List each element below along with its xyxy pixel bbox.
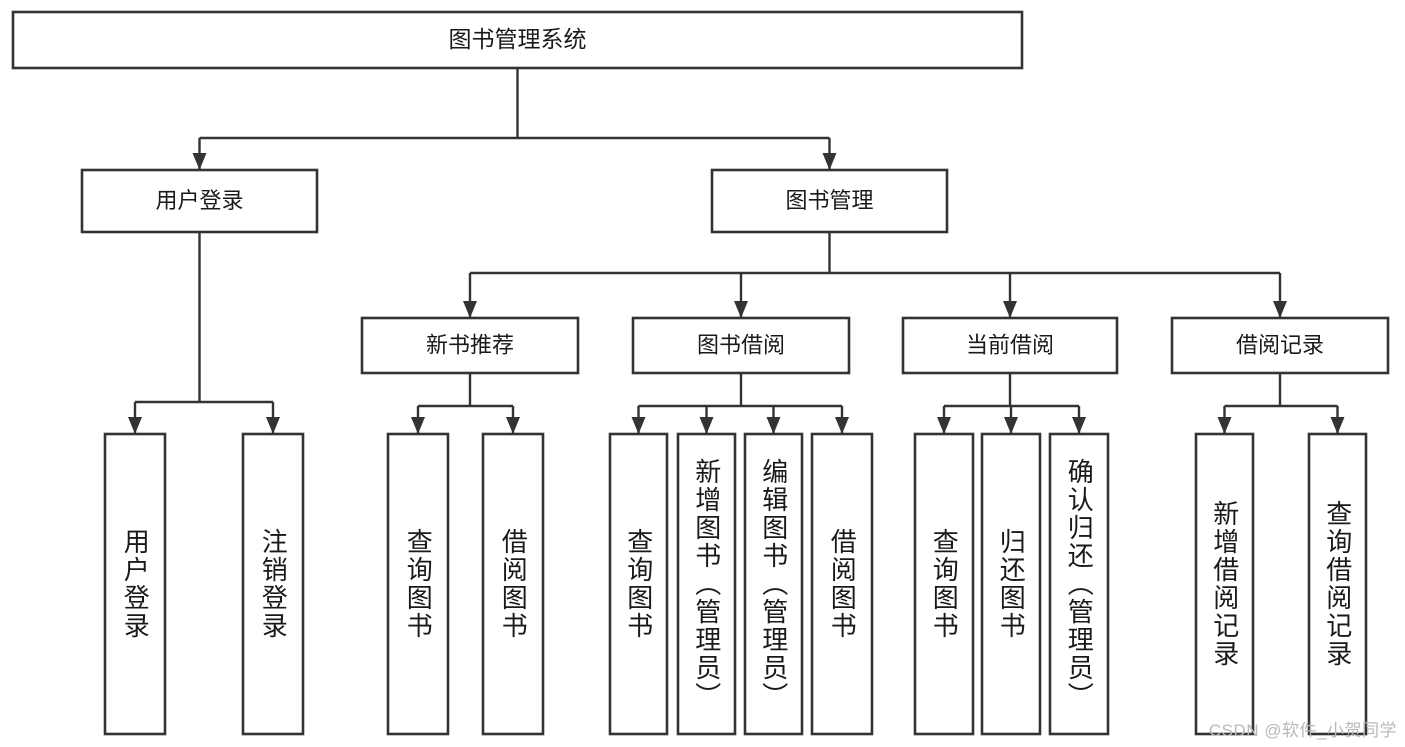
- node-label-current-borrow: 当前借阅: [966, 332, 1054, 357]
- node-box-leaf-add-book[interactable]: [676, 432, 737, 736]
- node-box-leaf-borrow-book-rec[interactable]: [481, 432, 545, 736]
- node-label-user-login: 用户登录: [155, 188, 243, 213]
- node-box-book-borrow[interactable]: [631, 316, 851, 375]
- node-box-leaf-user-logout[interactable]: [241, 432, 305, 736]
- arrow-head-icon: [937, 417, 951, 434]
- node-label-book-borrow: 图书借阅: [697, 332, 785, 357]
- node-box-leaf-query-book-borrow[interactable]: [608, 432, 669, 736]
- watermark-text: CSDN @软件_小贺同学: [1208, 721, 1397, 740]
- node-box-leaf-add-record[interactable]: [1194, 432, 1255, 736]
- node-box-book-manage[interactable]: [710, 168, 949, 234]
- node-label-book-manage: 图书管理: [785, 188, 873, 213]
- arrow-head-icon: [128, 417, 142, 434]
- node-box-leaf-edit-book[interactable]: [743, 432, 804, 736]
- arrow-head-icon: [1004, 417, 1018, 434]
- arrow-head-icon: [1072, 417, 1086, 434]
- arrow-head-icon: [411, 417, 425, 434]
- arrow-head-icon: [266, 417, 280, 434]
- arrow-head-icon: [734, 301, 748, 318]
- node-box-new-book-rec[interactable]: [360, 316, 580, 375]
- arrow-head-icon: [1003, 301, 1017, 318]
- node-box-leaf-return-book[interactable]: [980, 432, 1042, 736]
- node-label-new-book-rec: 新书推荐: [426, 332, 514, 357]
- arrow-head-icon: [1217, 417, 1232, 434]
- arrow-head-icon: [1330, 417, 1345, 434]
- node-box-leaf-query-book-rec[interactable]: [386, 432, 450, 736]
- node-box-root[interactable]: [11, 10, 1024, 70]
- node-box-leaf-user-login[interactable]: [103, 432, 167, 736]
- arrow-head-icon: [192, 153, 207, 170]
- node-box-borrow-record[interactable]: [1170, 316, 1390, 375]
- node-box-leaf-query-record[interactable]: [1307, 432, 1368, 736]
- arrow-head-icon: [463, 301, 477, 318]
- node-box-current-borrow[interactable]: [901, 316, 1119, 375]
- node-box-leaf-borrow-book[interactable]: [810, 432, 874, 736]
- arrow-head-icon: [631, 417, 646, 434]
- node-box-leaf-confirm-return[interactable]: [1048, 432, 1110, 736]
- node-label-root: 图书管理系统: [449, 26, 587, 52]
- arrow-head-icon: [1273, 301, 1287, 318]
- arrow-head-icon: [766, 417, 781, 434]
- arrow-head-icon: [835, 417, 849, 434]
- arrow-head-icon: [822, 153, 837, 170]
- edges-layer: [128, 68, 1345, 434]
- node-box-leaf-query-book-cur[interactable]: [913, 432, 975, 736]
- arrow-head-icon: [699, 417, 714, 434]
- arrow-head-icon: [506, 417, 520, 434]
- node-label-borrow-record: 借阅记录: [1236, 332, 1324, 357]
- node-box-user-login[interactable]: [80, 168, 319, 234]
